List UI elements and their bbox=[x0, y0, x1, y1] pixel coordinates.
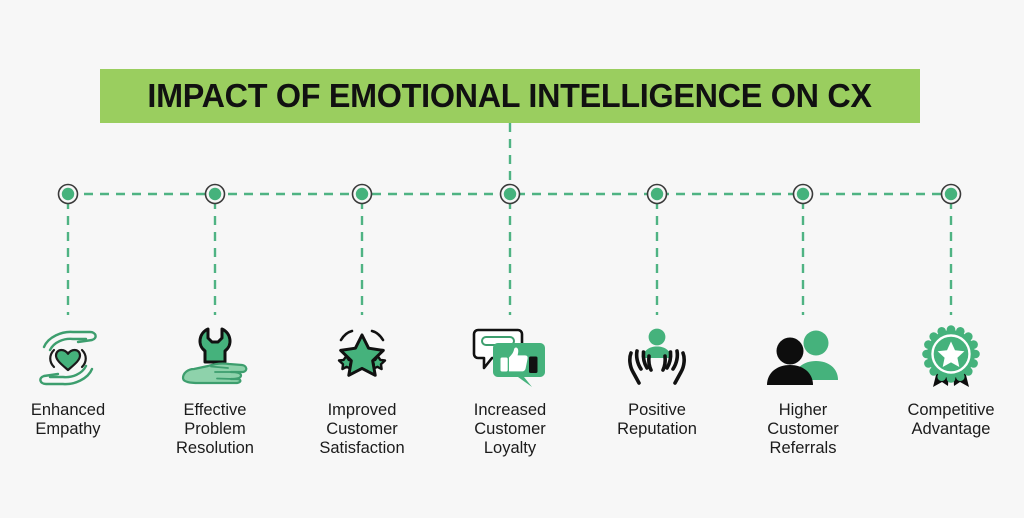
branch-label: Enhanced Empathy bbox=[30, 401, 106, 438]
person-in-hands-icon bbox=[617, 325, 697, 391]
branch-label: Positive Reputation bbox=[617, 401, 697, 438]
chat-thumbs-up-icon bbox=[470, 325, 550, 391]
timeline-node bbox=[792, 183, 814, 205]
three-stars-icon bbox=[322, 325, 402, 391]
branch-label: Competitive Advantage bbox=[907, 401, 995, 438]
timeline-node bbox=[57, 183, 79, 205]
page-title: IMPACT OF EMOTIONAL INTELLIGENCE ON CX bbox=[147, 77, 873, 114]
heart-in-hands-icon bbox=[28, 325, 108, 391]
branch-label: Effective Problem Resolution bbox=[176, 401, 254, 457]
branch-label: Higher Customer Referrals bbox=[767, 401, 839, 457]
branch-drop-lines bbox=[66, 200, 953, 315]
branch-item: Positive Reputation bbox=[582, 325, 732, 439]
branch-item: Enhanced Empathy bbox=[0, 325, 143, 439]
two-people-icon bbox=[763, 325, 843, 391]
branch-label: Improved Customer Satisfaction bbox=[319, 401, 405, 457]
branch-item: Competitive Advantage bbox=[876, 325, 1024, 439]
branch-label: Increased Customer Loyalty bbox=[473, 401, 547, 457]
branch-item: Improved Customer Satisfaction bbox=[287, 325, 437, 458]
timeline-nodes bbox=[57, 183, 962, 205]
branch-item: Higher Customer Referrals bbox=[728, 325, 878, 458]
wrench-on-hand-icon bbox=[175, 325, 255, 391]
timeline-node bbox=[351, 183, 373, 205]
timeline-node bbox=[499, 183, 521, 205]
timeline-node bbox=[646, 183, 668, 205]
branch-item: Increased Customer Loyalty bbox=[435, 325, 585, 458]
branch-item: Effective Problem Resolution bbox=[140, 325, 290, 458]
timeline-node bbox=[204, 183, 226, 205]
timeline-node bbox=[940, 183, 962, 205]
title-banner: IMPACT OF EMOTIONAL INTELLIGENCE ON CX bbox=[100, 69, 920, 123]
award-medal-icon bbox=[911, 325, 991, 391]
